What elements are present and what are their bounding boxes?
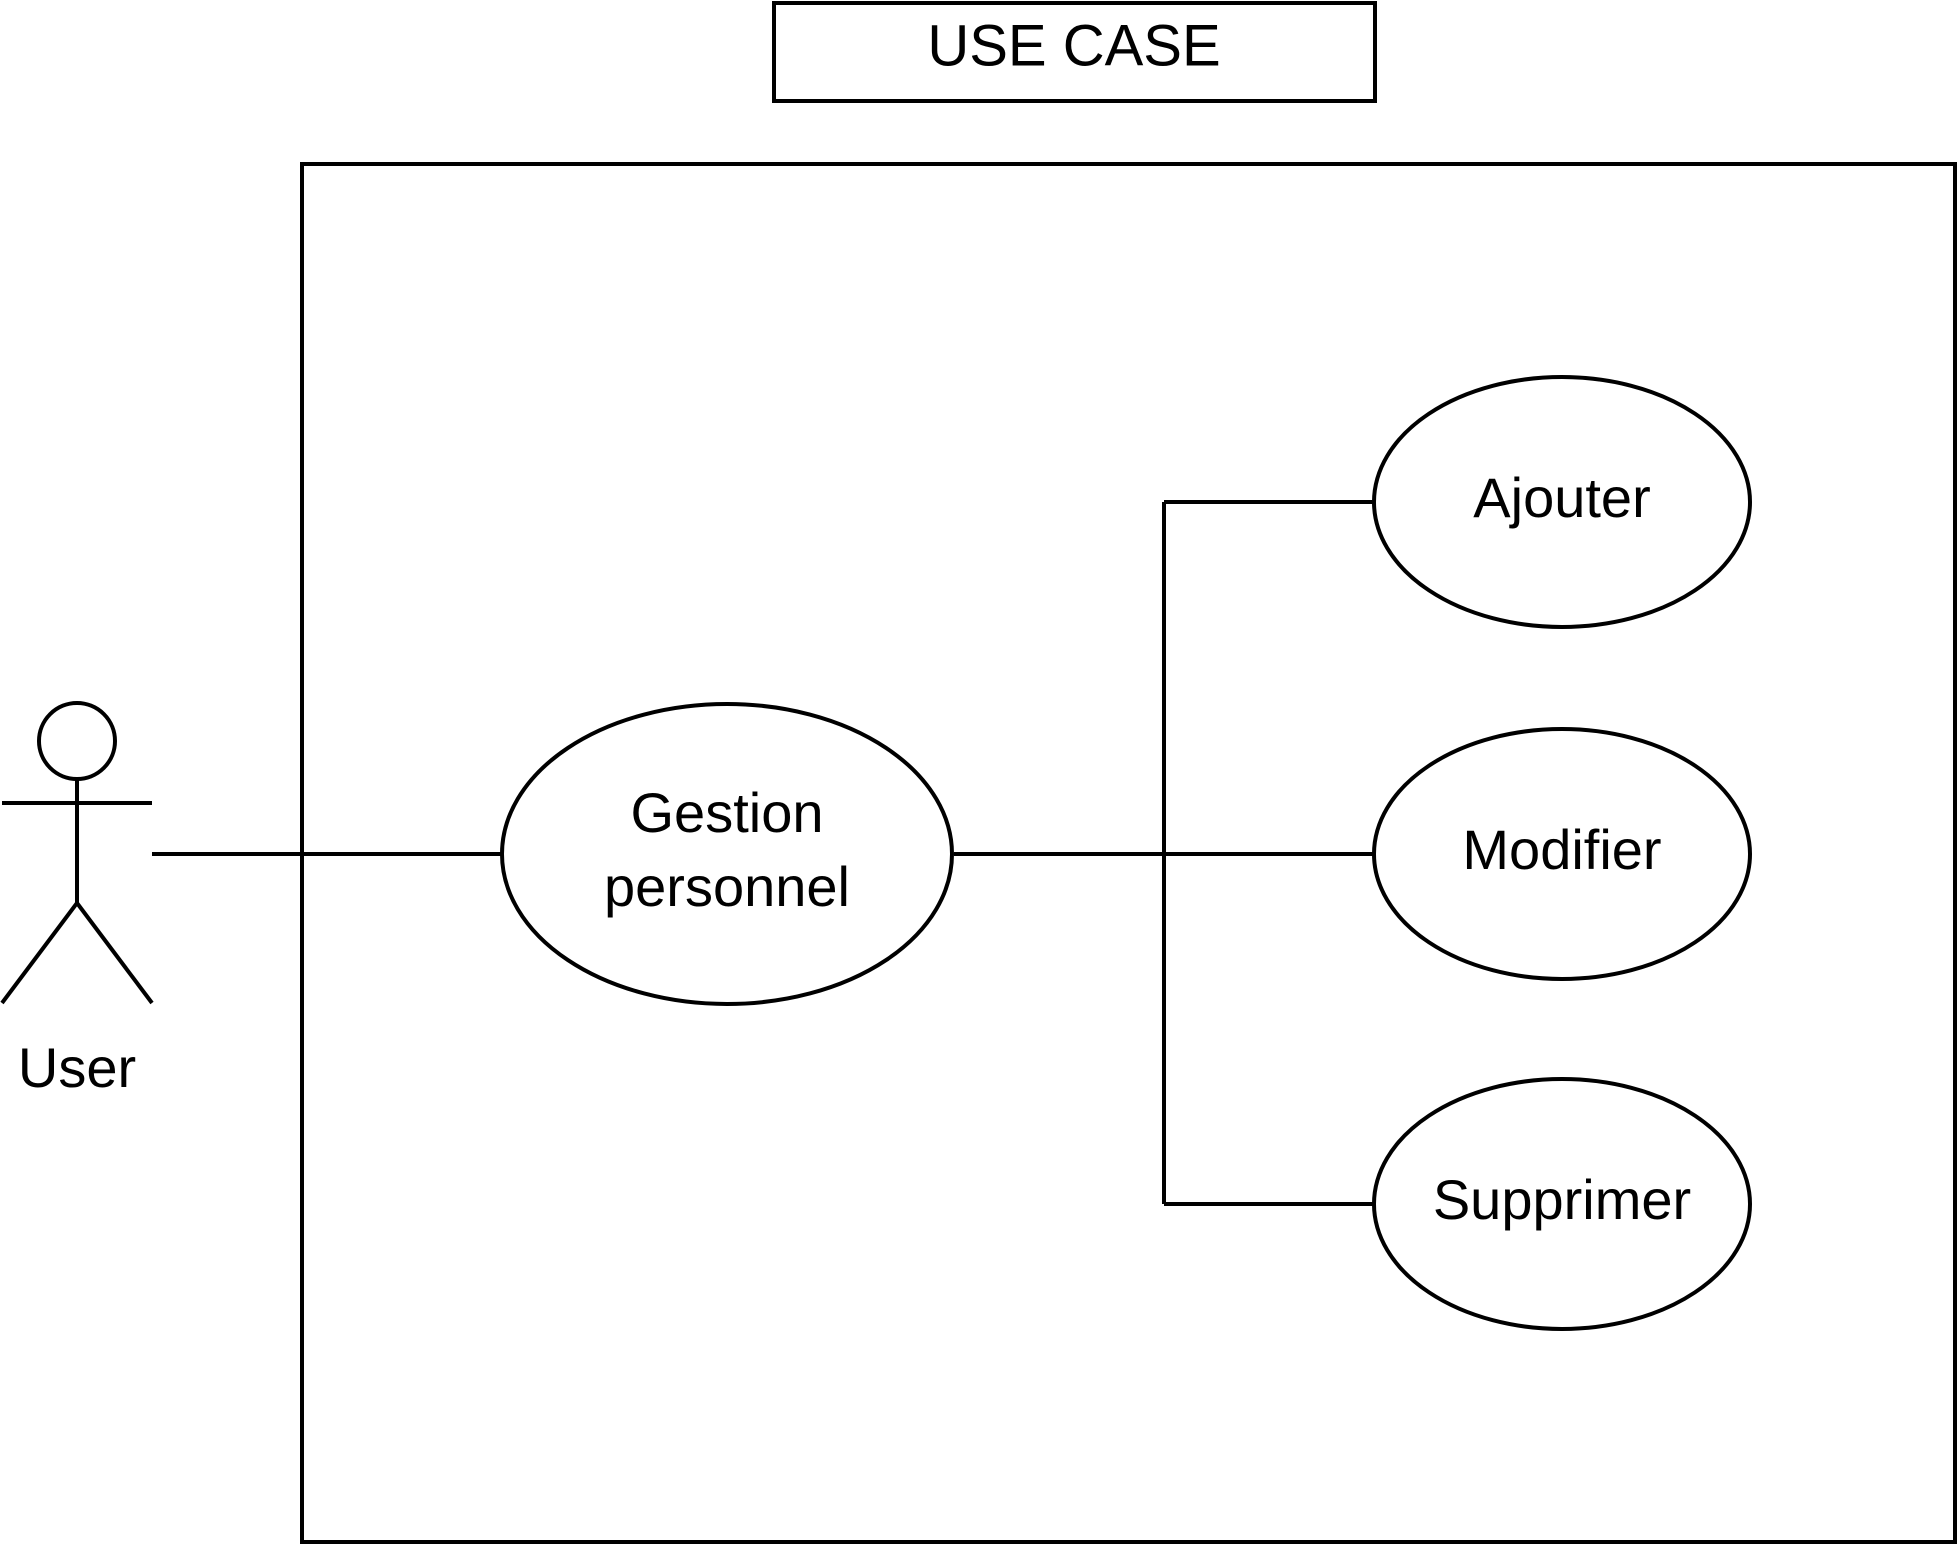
use-case-label: Ajouter xyxy=(1473,466,1650,529)
use-case-modifier[interactable]: Modifier xyxy=(1372,727,1752,981)
use-case-label: Supprimer xyxy=(1433,1168,1691,1231)
title-box xyxy=(772,1,1377,103)
actor-label: User xyxy=(18,1036,136,1099)
actor-user[interactable]: User xyxy=(0,701,154,1099)
actor-right-leg xyxy=(75,901,154,1005)
diagram-title: USE CASE xyxy=(772,1,1377,103)
use-case-supprimer[interactable]: Supprimer xyxy=(1372,1077,1752,1331)
use-case-ellipse xyxy=(1372,375,1752,629)
use-case-label: Modifier xyxy=(1462,818,1661,881)
use-case-label-line1: Gestion xyxy=(631,781,824,844)
title-text: USE CASE xyxy=(927,13,1220,78)
use-case-gestion-personnel[interactable]: Gestion personnel xyxy=(500,702,954,1006)
use-case-label-line2: personnel xyxy=(604,855,850,918)
actor-left-leg xyxy=(0,901,79,1005)
use-case-ajouter[interactable]: Ajouter xyxy=(1372,375,1752,629)
actor-head xyxy=(37,701,117,781)
connector-tree xyxy=(954,500,1374,1206)
use-case-ellipse xyxy=(1372,1077,1752,1331)
use-case-ellipse xyxy=(1372,727,1752,981)
use-case-ellipse xyxy=(500,702,954,1006)
